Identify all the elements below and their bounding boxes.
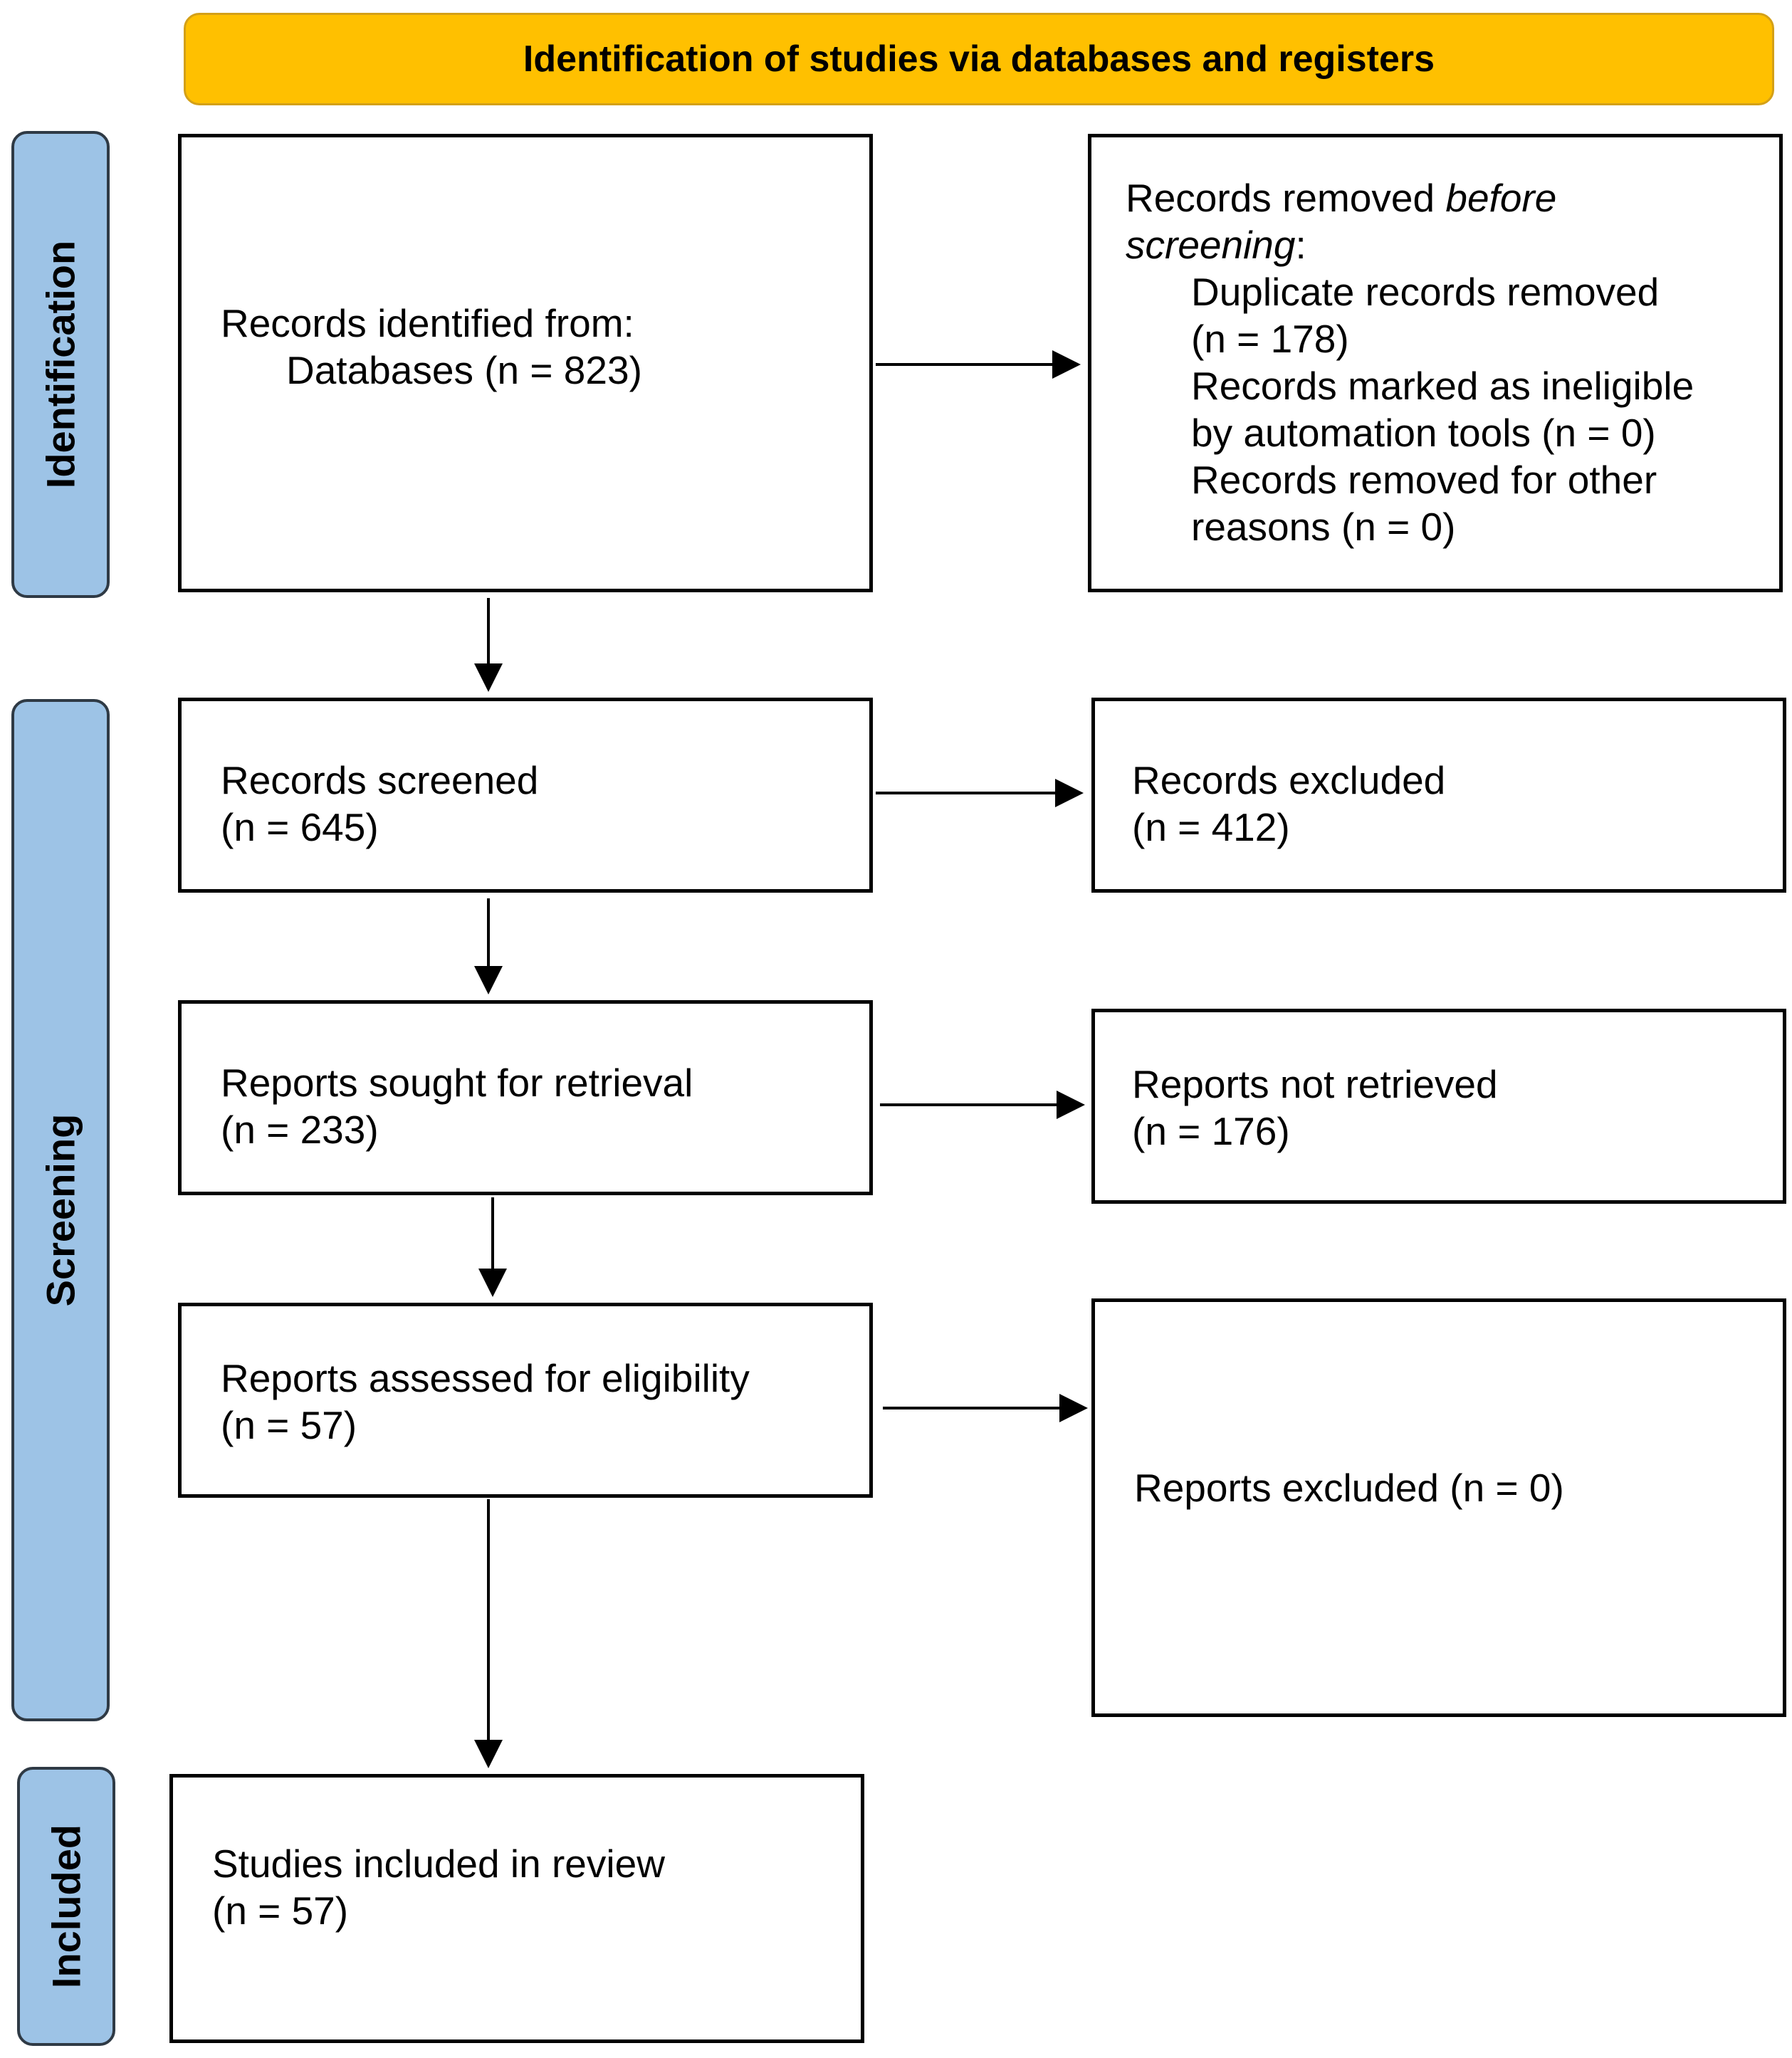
records-excluded-box: Records excluded (n = 412) [1091, 698, 1786, 893]
reports-excluded-box: Reports excluded (n = 0) [1091, 1298, 1786, 1717]
reports-assessed-line2: (n = 57) [221, 1403, 357, 1447]
identification-banner: Identification of studies via databases … [184, 13, 1774, 105]
records-removed-heading: Records removed before [1126, 174, 1779, 221]
reports-sought-line2: (n = 233) [221, 1108, 379, 1152]
phase-screening: Screening [11, 699, 110, 1721]
records-identified-line1: Records identified from: [221, 301, 634, 345]
reports-not-retrieved-box: Reports not retrieved (n = 176) [1091, 1009, 1786, 1204]
duplicate-removed-line1: Duplicate records removed [1191, 270, 1660, 314]
studies-included-line2: (n = 57) [212, 1889, 349, 1933]
records-screened-line2: (n = 645) [221, 805, 379, 849]
ineligible-line2: by automation tools (n = 0) [1191, 411, 1656, 455]
studies-included-line1: Studies included in review [212, 1842, 665, 1886]
records-identified-box: Records identified from: Databases (n = … [178, 134, 873, 592]
ineligible-line1: Records marked as ineligible [1191, 364, 1694, 408]
records-removed-head-italic2: screening [1126, 223, 1296, 267]
records-removed-heading-2: screening: [1126, 221, 1779, 268]
records-screened-box: Records screened (n = 645) [178, 698, 873, 893]
records-screened-line1: Records screened [221, 758, 539, 802]
records-identified-line2: Databases (n = 823) [286, 348, 642, 392]
reports-not-retrieved-line2: (n = 176) [1132, 1109, 1290, 1153]
reports-sought-box: Reports sought for retrieval (n = 233) [178, 1000, 873, 1195]
other-reasons-line2: reasons (n = 0) [1191, 505, 1456, 549]
records-removed-head-colon: : [1295, 223, 1306, 267]
records-excluded-line1: Records excluded [1132, 758, 1446, 802]
other-reasons-line1: Records removed for other [1191, 458, 1657, 502]
phase-identification: Identification [11, 131, 110, 598]
reports-sought-line1: Reports sought for retrieval [221, 1061, 693, 1105]
studies-included-box: Studies included in review (n = 57) [169, 1774, 864, 2043]
duplicate-removed-line2: (n = 178) [1191, 317, 1349, 361]
reports-not-retrieved-line1: Reports not retrieved [1132, 1062, 1498, 1106]
phase-included: Included [17, 1767, 115, 2046]
records-removed-head-italic: before [1445, 176, 1557, 220]
reports-assessed-box: Reports assessed for eligibility (n = 57… [178, 1303, 873, 1498]
records-removed-box: Records removed before screening: Duplic… [1088, 134, 1783, 592]
records-removed-head-plain: Records removed [1126, 176, 1446, 220]
banner-title: Identification of studies via databases … [523, 38, 1435, 80]
reports-assessed-line1: Reports assessed for eligibility [221, 1356, 750, 1400]
reports-excluded-line1: Reports excluded (n = 0) [1134, 1466, 1564, 1510]
records-excluded-line2: (n = 412) [1132, 805, 1290, 849]
